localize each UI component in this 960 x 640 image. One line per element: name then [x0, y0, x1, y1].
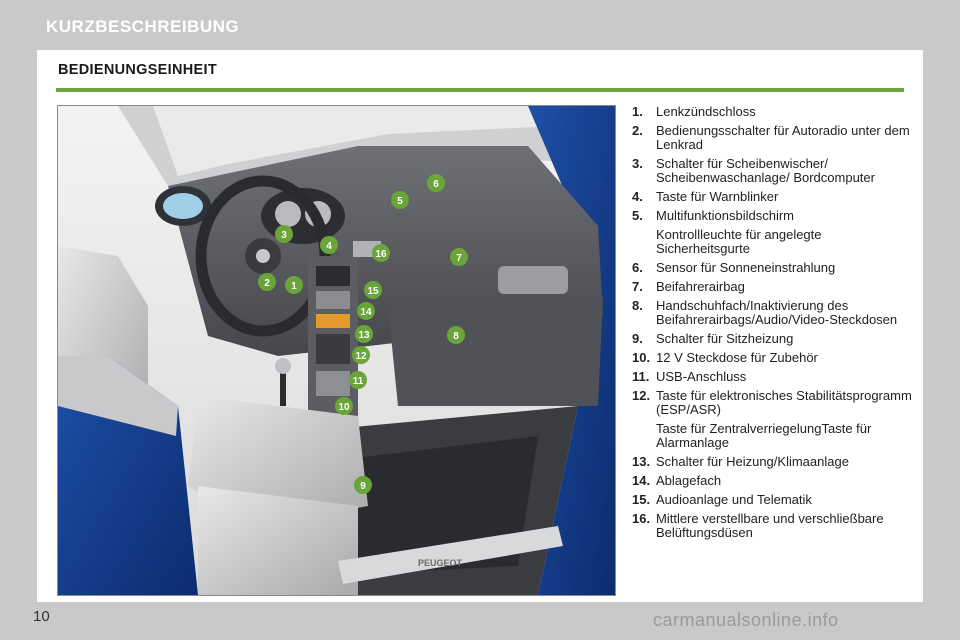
section-title: BEDIENUNGSEINHEIT [58, 62, 217, 78]
legend-num: 13. [632, 454, 651, 469]
legend-text: Sensor für Sonneneinstrahlung [656, 260, 836, 275]
legend-text: Beifahrerairbag [656, 279, 745, 294]
legend-text: Lenkzündschloss [656, 104, 756, 119]
legend-text: Schalter für Sitzheizung [656, 331, 794, 346]
legend-num: 10. [632, 350, 651, 365]
legend-num: 6. [632, 260, 643, 275]
callout-4: 4 [320, 236, 338, 254]
legend-item: 9. Schalter für Sitzheizung [632, 332, 912, 346]
svg-text:1: 1 [291, 281, 297, 292]
legend-text: Taste für elektronisches Stabilitätsprog… [656, 388, 912, 417]
callout-14: 14 [357, 302, 375, 320]
legend-num: 5. [632, 208, 643, 223]
legend-num: 1. [632, 104, 643, 119]
svg-text:16: 16 [375, 249, 387, 260]
legend-item: 7. Beifahrerairbag [632, 280, 912, 294]
callout-10: 10 [335, 397, 353, 415]
legend-item: 11. USB-Anschluss [632, 370, 912, 384]
legend-item: 16. Mittlere verstellbare und verschließb… [632, 512, 912, 540]
dashboard-illustration: PEUGEOT 1 2 3 4 5 6 7 8 9 10 11 12 13 14… [57, 105, 616, 596]
callout-8: 8 [447, 326, 465, 344]
legend-num: 9. [632, 331, 643, 346]
legend-text: Schalter für Scheibenwischer/ Scheibenwa… [656, 156, 875, 185]
svg-text:10: 10 [338, 402, 350, 413]
legend-num: 7. [632, 279, 643, 294]
legend-item: 12. Taste für elektronisches Stabilitätsp… [632, 389, 912, 417]
legend-text: Mittlere verstellbare und verschließbare… [656, 511, 884, 540]
legend-text: Bedienungsschalter für Autoradio unter d… [656, 123, 910, 152]
callout-16: 16 [372, 244, 390, 262]
page-number: 10 [33, 608, 50, 625]
legend-text: Schalter für Heizung/Klimaanlage [656, 454, 849, 469]
callout-12: 12 [352, 346, 370, 364]
callout-1: 1 [285, 276, 303, 294]
legend-num: 15. [632, 492, 651, 507]
legend-num: 3. [632, 156, 643, 171]
svg-text:6: 6 [433, 179, 439, 190]
legend-text: Audioanlage und Telematik [656, 492, 812, 507]
legend-item: 1. Lenkzündschloss [632, 105, 912, 119]
legend-item: 14. Ablagefach [632, 474, 912, 488]
svg-text:15: 15 [367, 286, 379, 297]
legend-num: 12. [632, 388, 651, 403]
legend-num: 11. [632, 369, 650, 384]
svg-text:7: 7 [456, 253, 462, 264]
manual-page: BEDIENUNGSEINHEIT [37, 50, 923, 602]
callout-2: 2 [258, 273, 276, 291]
svg-text:4: 4 [326, 241, 332, 252]
legend-item: 8. Handschuhfach/Inaktivierung des Beifah… [632, 299, 912, 327]
callout-13: 13 [355, 325, 373, 343]
legend-item: 15. Audioanlage und Telematik [632, 493, 912, 507]
svg-text:11: 11 [353, 376, 364, 387]
legend-text: Multifunktionsbildschirm [656, 208, 794, 223]
legend-num: 14. [632, 473, 651, 488]
svg-text:9: 9 [360, 481, 366, 492]
callout-5: 5 [391, 191, 409, 209]
callout-15: 15 [364, 281, 382, 299]
legend-item: 3. Schalter für Scheibenwischer/ Scheiben… [632, 157, 912, 185]
svg-text:12: 12 [355, 351, 367, 362]
legend-num: 8. [632, 298, 643, 313]
callout-6: 6 [427, 174, 445, 192]
callout-3: 3 [275, 225, 293, 243]
legend-item: 4. Taste für Warnblinker [632, 190, 912, 204]
svg-text:14: 14 [360, 307, 372, 318]
callout-7: 7 [450, 248, 468, 266]
header-title: KURZBESCHREIBUNG [46, 17, 240, 36]
svg-text:13: 13 [358, 330, 370, 341]
section-divider [56, 88, 904, 92]
legend-item: 2. Bedienungsschalter für Autoradio unter… [632, 124, 912, 152]
legend-text: USB-Anschluss [656, 369, 747, 384]
sill-badge: PEUGEOT [418, 558, 463, 568]
callout-11: 11 [349, 371, 367, 389]
watermark: carmanualsonline.info [653, 610, 839, 630]
legend-text: 12 V Steckdose für Zubehör [656, 350, 818, 365]
legend-num: 2. [632, 123, 643, 138]
legend-num: 4. [632, 189, 643, 204]
legend-text: Handschuhfach/Inaktivierung des Beifahre… [656, 298, 898, 327]
svg-text:8: 8 [453, 331, 459, 342]
callout-9: 9 [354, 476, 372, 494]
legend-item: 10. 12 V Steckdose für Zubehör [632, 351, 912, 365]
svg-text:5: 5 [397, 196, 403, 207]
legend-item: 13. Schalter für Heizung/Klimaanlage [632, 455, 912, 469]
legend-subtext: Kontrollleuchte für angelegte Sicherheit… [656, 227, 822, 256]
legend-num: 16. [632, 511, 651, 526]
legend-item: 6. Sensor für Sonneneinstrahlung [632, 261, 912, 275]
legend-item: 5. Multifunktionsbildschirm [632, 209, 912, 223]
legend-subtext: Taste für ZentralverriegelungTaste für A… [656, 421, 872, 450]
legend-text: Taste für Warnblinker [656, 189, 779, 204]
legend-text: Ablagefach [656, 473, 722, 488]
legend-list: 1. Lenkzündschloss 2. Bedienungsschalter f… [632, 105, 912, 545]
svg-text:2: 2 [264, 278, 270, 289]
svg-text:3: 3 [281, 230, 287, 241]
